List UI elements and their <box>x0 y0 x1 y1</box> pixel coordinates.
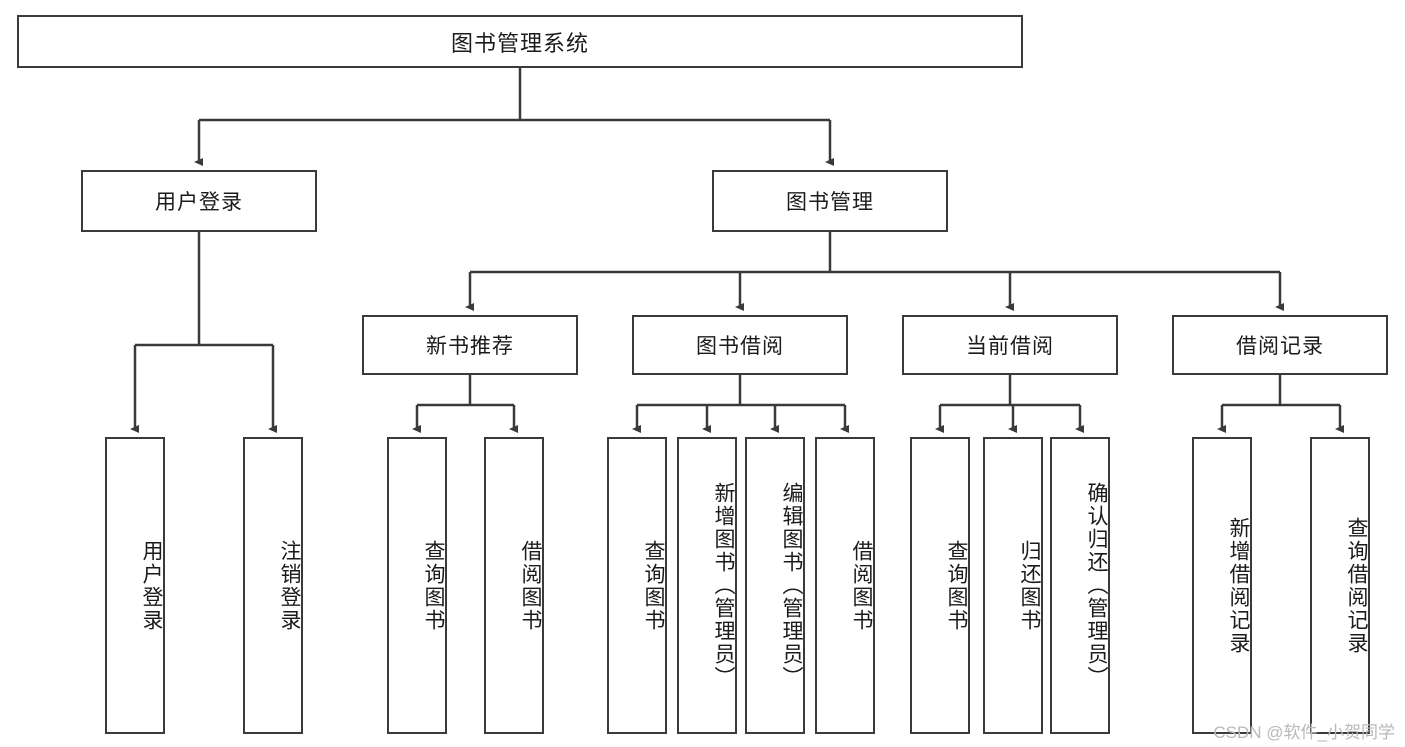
leaf-confirm-return-admin[interactable]: 确认归还（管理员） <box>1050 437 1110 734</box>
node-new-book-recommend-label: 新书推荐 <box>426 335 514 358</box>
leaf-add-borrow-record-label: 新增借阅记录 <box>1227 516 1250 655</box>
leaf-return-book-label: 归还图书 <box>1018 539 1041 632</box>
leaf-add-book-admin[interactable]: 新增图书（管理员） <box>677 437 737 734</box>
node-book-management[interactable]: 图书管理 <box>712 170 948 232</box>
node-new-book-recommend[interactable]: 新书推荐 <box>362 315 578 375</box>
leaf-query-borrow-record-label: 查询借阅记录 <box>1345 516 1368 655</box>
node-root[interactable]: 图书管理系统 <box>17 15 1023 68</box>
leaf-logout-label: 注销登录 <box>278 539 301 632</box>
leaf-logout[interactable]: 注销登录 <box>243 437 303 734</box>
node-current-borrow[interactable]: 当前借阅 <box>902 315 1118 375</box>
watermark: CSDN @软件_小贺同学 <box>1213 723 1395 742</box>
leaf-edit-book-admin[interactable]: 编辑图书（管理员） <box>745 437 805 734</box>
leaf-user-login[interactable]: 用户登录 <box>105 437 165 734</box>
leaf-borrow-book-label: 借阅图书 <box>850 539 873 632</box>
leaf-query-book-rec-label: 查询图书 <box>422 539 445 632</box>
leaf-query-book-borrow[interactable]: 查询图书 <box>607 437 667 734</box>
leaf-edit-book-admin-label: 编辑图书（管理员） <box>780 482 803 689</box>
leaf-add-book-admin-label: 新增图书（管理员） <box>712 482 735 689</box>
node-book-borrow[interactable]: 图书借阅 <box>632 315 848 375</box>
node-borrow-record[interactable]: 借阅记录 <box>1172 315 1388 375</box>
leaf-query-borrow-record[interactable]: 查询借阅记录 <box>1310 437 1370 734</box>
leaf-borrow-book-rec[interactable]: 借阅图书 <box>484 437 544 734</box>
node-borrow-record-label: 借阅记录 <box>1236 335 1324 358</box>
node-book-management-label: 图书管理 <box>786 191 874 214</box>
node-current-borrow-label: 当前借阅 <box>966 335 1054 358</box>
leaf-query-book-rec[interactable]: 查询图书 <box>387 437 447 734</box>
leaf-borrow-book-rec-label: 借阅图书 <box>519 539 542 632</box>
leaf-confirm-return-admin-label: 确认归还（管理员） <box>1085 482 1108 689</box>
node-user-login[interactable]: 用户登录 <box>81 170 317 232</box>
leaf-query-book-current[interactable]: 查询图书 <box>910 437 970 734</box>
leaf-add-borrow-record[interactable]: 新增借阅记录 <box>1192 437 1252 734</box>
leaf-borrow-book[interactable]: 借阅图书 <box>815 437 875 734</box>
node-book-borrow-label: 图书借阅 <box>696 335 784 358</box>
leaf-user-login-label: 用户登录 <box>140 539 163 632</box>
node-root-label: 图书管理系统 <box>450 30 589 56</box>
node-user-login-label: 用户登录 <box>155 191 243 214</box>
leaf-query-book-current-label: 查询图书 <box>945 539 968 632</box>
leaf-query-book-borrow-label: 查询图书 <box>642 539 665 632</box>
leaf-return-book[interactable]: 归还图书 <box>983 437 1043 734</box>
